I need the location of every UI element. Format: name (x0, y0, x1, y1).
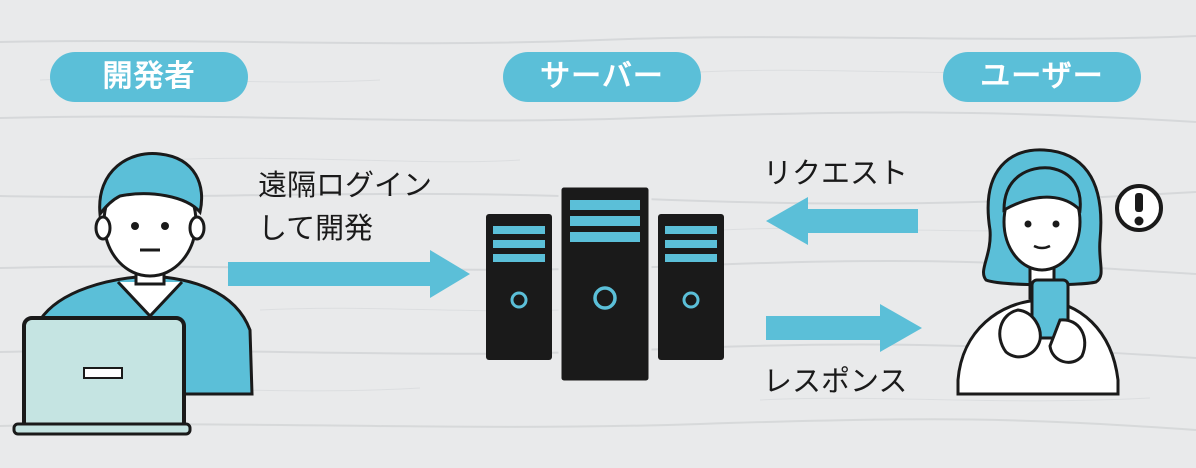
user-label: ユーザー (943, 52, 1141, 102)
remote-login-label-line1: 遠隔ログイン (258, 168, 433, 202)
user-figure (956, 148, 1120, 396)
developer-figure (12, 152, 254, 436)
response-label: レスポンス (763, 364, 908, 398)
request-label: リクエスト (763, 156, 909, 190)
remote-login-label-line2: して開発 (258, 211, 374, 245)
request-arrow (766, 197, 918, 245)
developer-label: 開発者 (50, 52, 248, 102)
server-icon (486, 184, 724, 384)
alert-icon (1115, 184, 1163, 232)
response-arrow (766, 304, 922, 352)
server-label: サーバー (503, 52, 701, 102)
develop-arrow (228, 250, 470, 298)
